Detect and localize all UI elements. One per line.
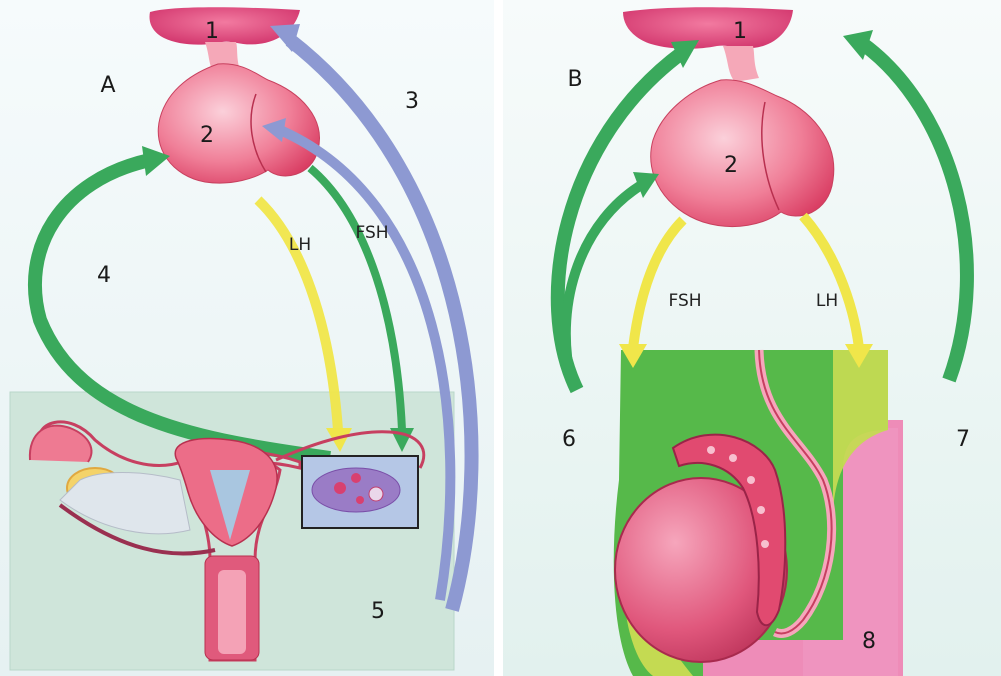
epididymis-dot-5 <box>761 540 769 548</box>
label-3: 3 <box>405 89 419 114</box>
lh-label: LH <box>289 235 311 255</box>
fsh-label: FSH <box>355 223 388 243</box>
vagina-inner <box>218 570 246 654</box>
label-4: 4 <box>97 263 111 288</box>
epididymis-dot-1 <box>707 446 715 454</box>
label-7: 7 <box>956 427 970 452</box>
follicle-2 <box>351 473 361 483</box>
pituitary-label-b: 2 <box>724 153 738 178</box>
panel-b-svg: 1 B 2 FSH LH 6 7 8 <box>503 0 1001 676</box>
fsh-label-b: FSH <box>668 291 701 311</box>
label-8: 8 <box>862 629 876 654</box>
hypothalamus-shape-b <box>623 7 793 49</box>
hypothalamus-label-b: 1 <box>733 19 747 44</box>
panel-a-female-axis: 1 A 2 3 4 LH FSH 5 <box>0 0 494 676</box>
pituitary-label: 2 <box>200 123 214 148</box>
panel-divider <box>494 0 503 676</box>
panel-b-male-axis: 1 B 2 FSH LH 6 7 8 <box>503 0 1001 676</box>
label-6: 6 <box>562 427 576 452</box>
follicle-1 <box>334 482 346 494</box>
epididymis-dot-3 <box>747 476 755 484</box>
panel-a-letter: A <box>100 73 115 98</box>
panel-b-letter: B <box>567 67 582 92</box>
panel-a-svg: 1 A 2 3 4 LH FSH 5 <box>0 0 494 676</box>
epididymis-dot-4 <box>757 506 765 514</box>
hypothalamus-label: 1 <box>205 19 219 44</box>
follicle-3 <box>369 487 383 501</box>
lh-label-b: LH <box>816 291 838 311</box>
epididymis-dot-2 <box>729 454 737 462</box>
follicle-4 <box>356 496 364 504</box>
label-5: 5 <box>371 599 385 624</box>
